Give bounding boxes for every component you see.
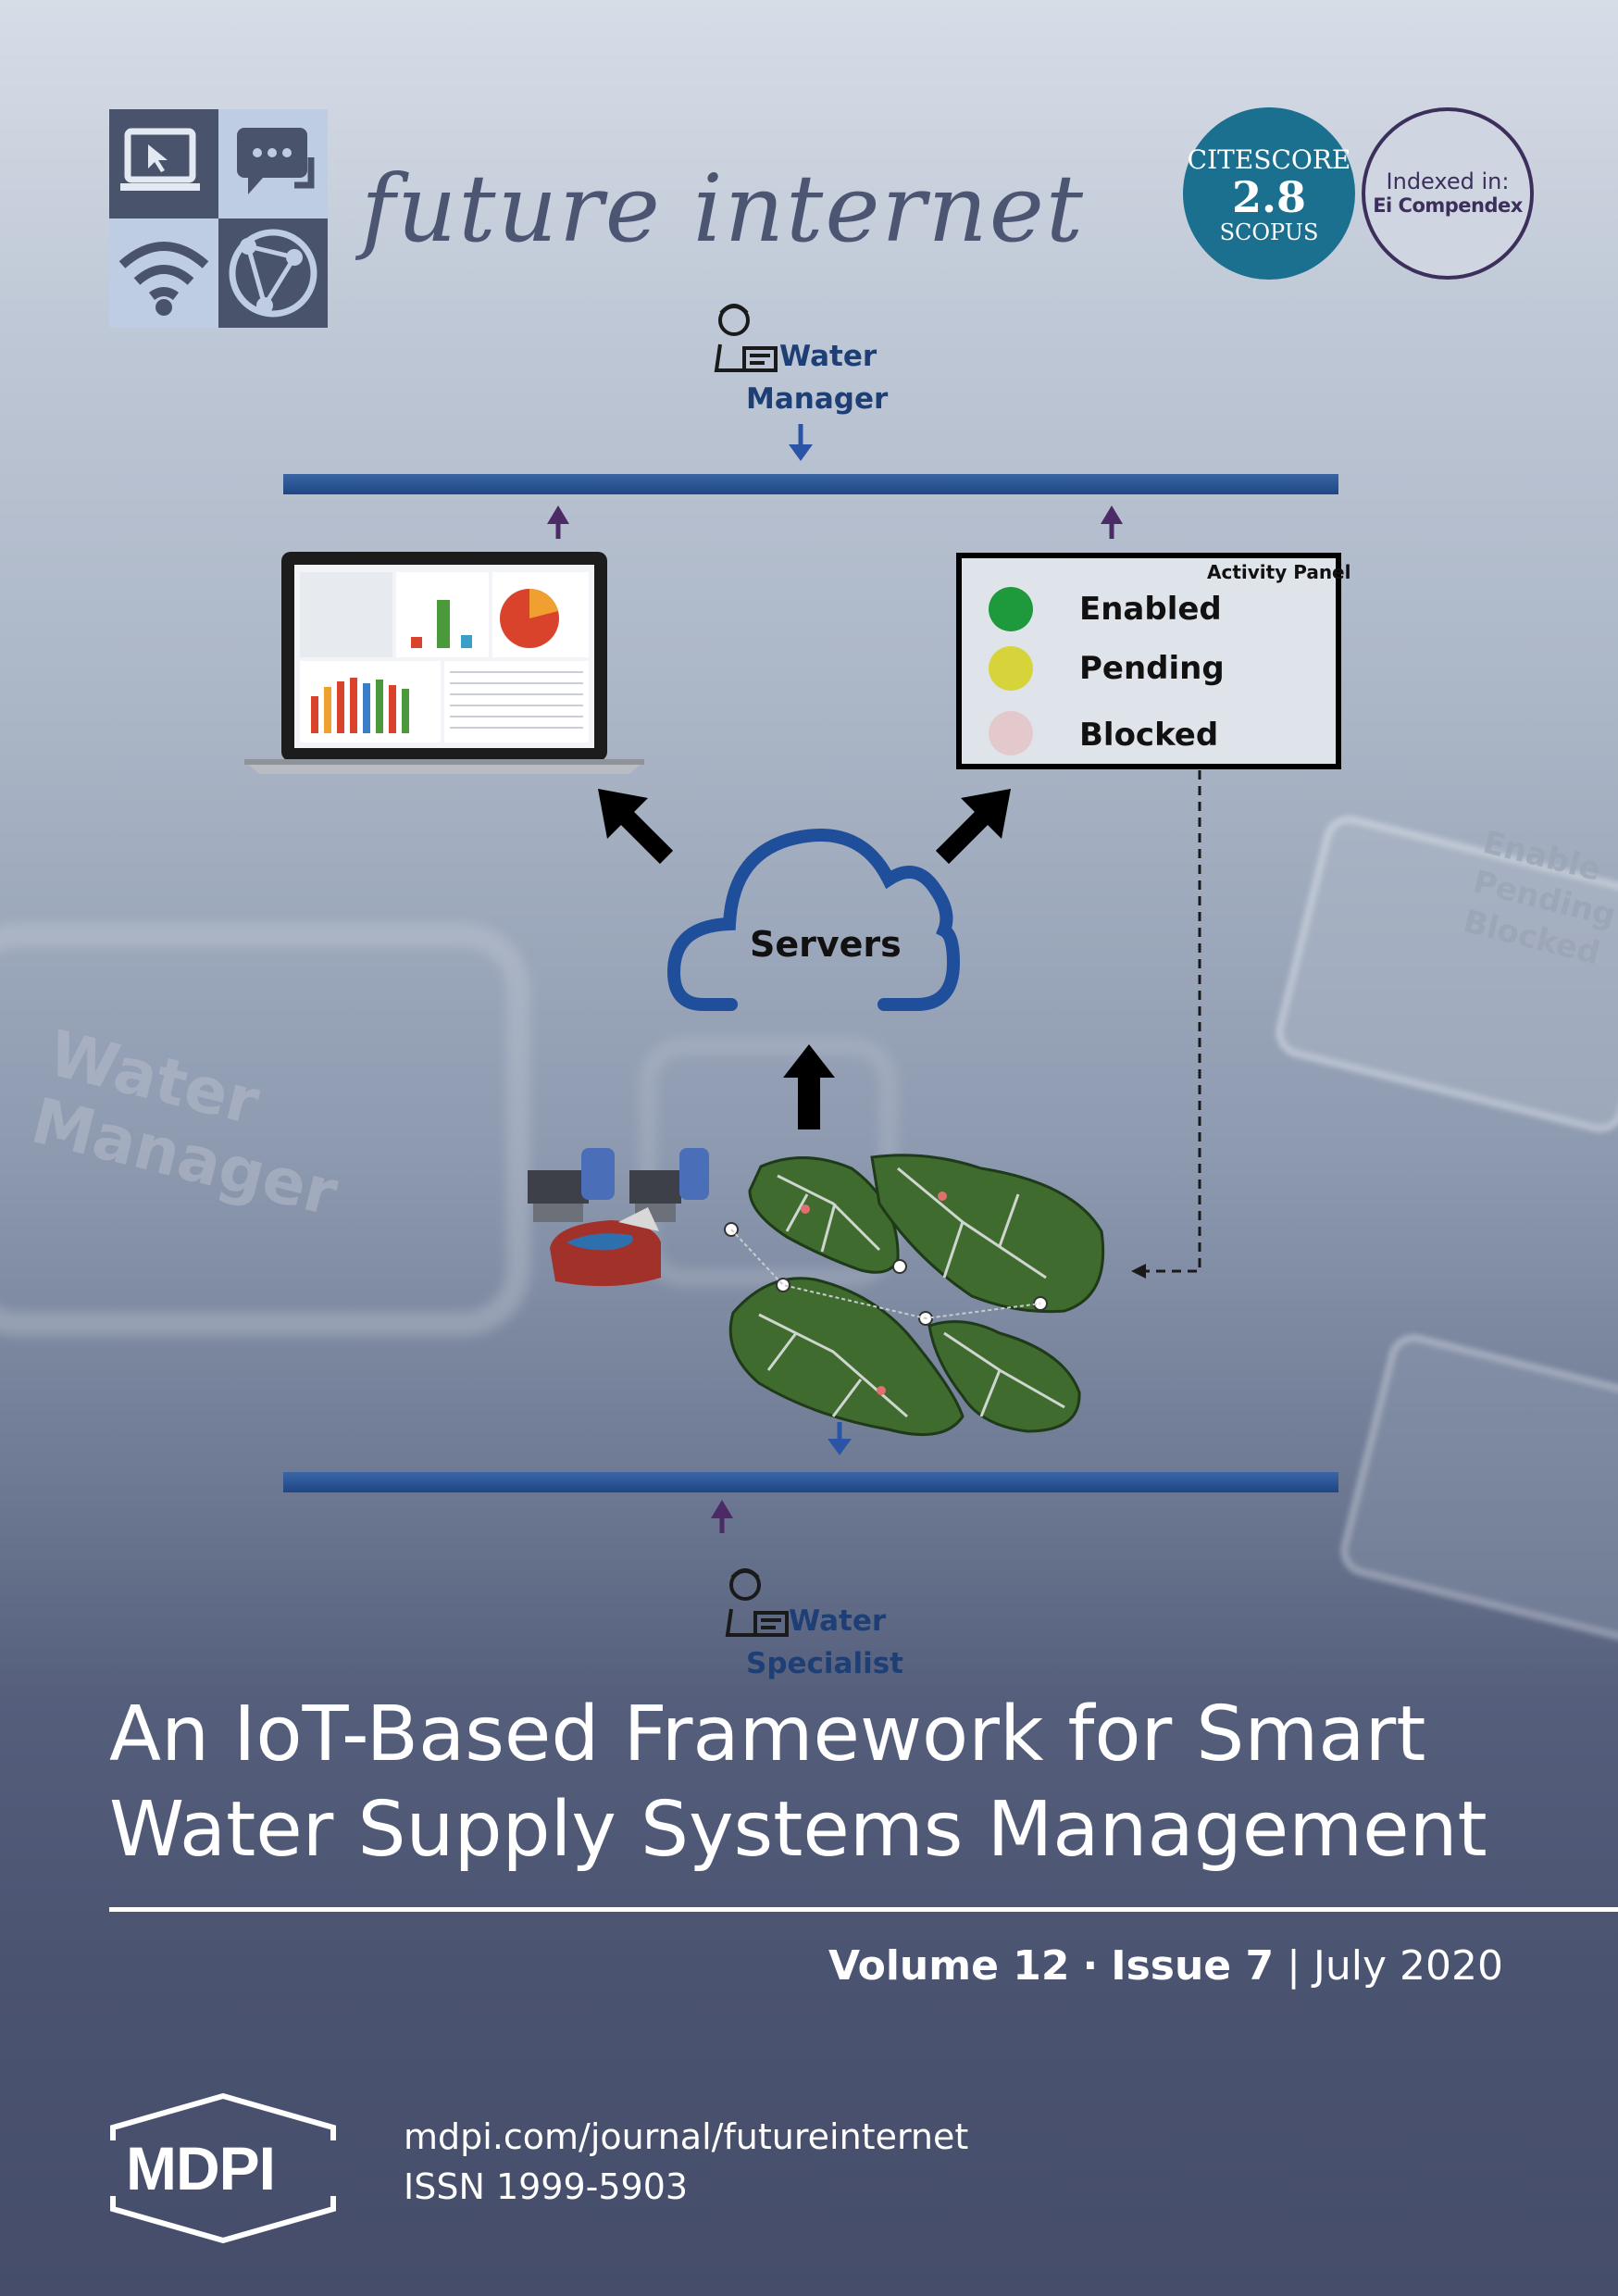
arrow-left-icon bbox=[1131, 1264, 1146, 1279]
issue-date: July 2020 bbox=[1313, 1942, 1503, 1990]
laptop-dashboard-icon bbox=[244, 552, 644, 774]
journal-title: future internet bbox=[361, 155, 1086, 263]
water-specialist-label-line1: Water bbox=[789, 1604, 887, 1638]
status-pending-icon bbox=[989, 646, 1033, 691]
article-title-line2: Water Supply Systems Management bbox=[109, 1786, 1487, 1875]
arrow-up-icon bbox=[711, 1500, 733, 1533]
water-specialist-label-line2: Specialist bbox=[746, 1647, 903, 1680]
cloud-icon bbox=[666, 829, 961, 1011]
journal-logo-icon bbox=[109, 109, 328, 328]
activity-panel-title: Activity Panel bbox=[1207, 561, 1351, 583]
status-blocked-label: Blocked bbox=[1079, 717, 1219, 754]
citescore-source: SCOPUS bbox=[1219, 219, 1319, 246]
issue-info: Volume 12 · Issue 7 | July 2020 bbox=[828, 1942, 1503, 1990]
title-divider bbox=[109, 1907, 1618, 1912]
water-manager-person-icon bbox=[714, 304, 778, 372]
citescore-value: 2.8 bbox=[1231, 172, 1307, 222]
issue-separator: · bbox=[1082, 1942, 1099, 1990]
status-pending-label: Pending bbox=[1079, 650, 1225, 687]
arrow-up-left-icon bbox=[598, 789, 674, 865]
servers-label: Servers bbox=[750, 924, 902, 965]
issue-divider: | bbox=[1287, 1942, 1301, 1990]
mdpi-logo: MDPI bbox=[109, 2092, 337, 2244]
arrow-down-icon bbox=[789, 424, 813, 461]
status-blocked-icon bbox=[989, 711, 1033, 755]
bottom-network-bar bbox=[283, 1472, 1338, 1492]
water-manager-label-line2: Manager bbox=[746, 382, 889, 416]
status-enabled-label: Enabled bbox=[1079, 591, 1222, 628]
article-title: An IoT-Based Framework for Smart Water S… bbox=[109, 1687, 1487, 1878]
arrow-up-icon bbox=[547, 505, 569, 539]
citescore-badge: CITESCORE 2.8 SCOPUS bbox=[1183, 107, 1355, 280]
article-title-line1: An IoT-Based Framework for Smart bbox=[109, 1691, 1426, 1778]
arrow-up-icon bbox=[783, 1044, 835, 1129]
dashed-connector bbox=[1140, 770, 1201, 1273]
mdpi-logo-text: MDPI bbox=[126, 2134, 276, 2202]
status-enabled-icon bbox=[989, 587, 1033, 631]
arrow-up-right-icon bbox=[935, 789, 1011, 865]
journal-issn: ISSN 1999-5903 bbox=[404, 2166, 689, 2207]
water-tanks-icon bbox=[528, 1148, 709, 1287]
indexed-label: Indexed in: bbox=[1386, 168, 1510, 194]
citescore-label: CITESCORE bbox=[1187, 144, 1351, 175]
issue-number: Issue 7 bbox=[1111, 1942, 1275, 1990]
indexed-badge: Indexed in: Ei Compendex bbox=[1362, 107, 1534, 280]
journal-url[interactable]: mdpi.com/journal/futureinternet bbox=[404, 2116, 969, 2157]
indexed-service: Ei Compendex bbox=[1373, 194, 1523, 217]
mdpi-hexagon-icon bbox=[110, 2092, 336, 2244]
activity-panel-list: Enabled Pending Blocked bbox=[989, 581, 1322, 757]
volume-number: Volume 12 bbox=[828, 1942, 1070, 1990]
arrow-up-icon bbox=[1101, 505, 1123, 539]
irrigation-field-map bbox=[724, 1154, 1105, 1436]
journal-logo bbox=[109, 109, 328, 328]
top-network-bar bbox=[283, 474, 1338, 494]
water-manager-label-line1: Water bbox=[779, 340, 877, 373]
water-specialist-person-icon bbox=[725, 1568, 789, 1637]
arrow-down-icon bbox=[828, 1422, 852, 1455]
